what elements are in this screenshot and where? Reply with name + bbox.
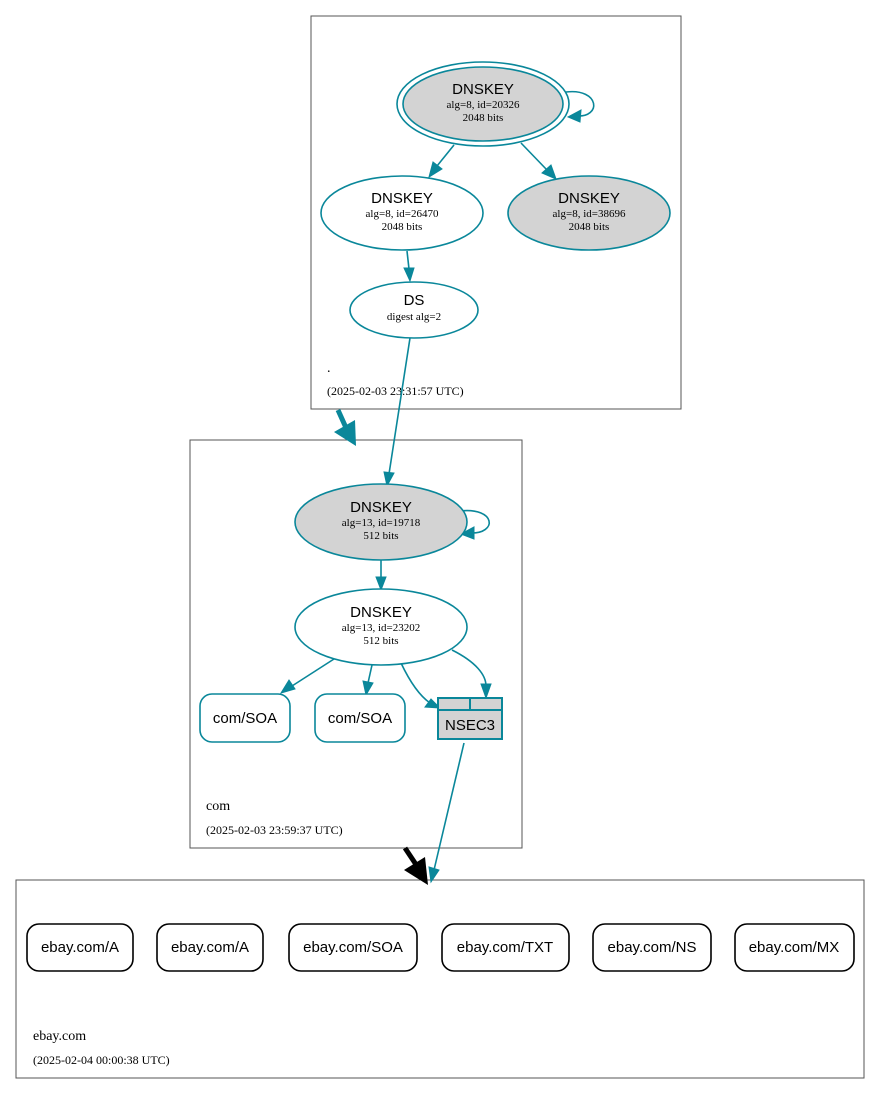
root-ksk-node[interactable]: DNSKEY alg=8, id=20326 2048 bits <box>396 61 570 147</box>
com-ksk-title: DNSKEY <box>350 499 412 516</box>
com-zsk-bits: 512 bits <box>363 635 398 647</box>
root-zone-name: . <box>327 361 331 376</box>
ebay-record-txt-label: ebay.com/TXT <box>457 939 553 956</box>
ebay-record-a-1[interactable]: ebay.com/A <box>26 923 134 972</box>
arrowhead-com-zsk-soa1 <box>279 679 296 694</box>
ebay-record-ns[interactable]: ebay.com/NS <box>592 923 712 972</box>
edge-root-ksk-zsk1 <box>436 144 455 167</box>
arrowhead-com-ksk-self <box>459 526 475 540</box>
arrowhead-ds-com-ksk <box>383 471 395 488</box>
ds-node[interactable]: DS digest alg=2 <box>349 281 479 339</box>
com-zsk-node[interactable]: DNSKEY alg=13, id=23202 512 bits <box>294 588 468 666</box>
delegation-arrow-root-com <box>334 408 356 446</box>
edge-com-zsk-soa2 <box>367 664 373 684</box>
root-zone-timestamp: (2025-02-03 23:31:57 UTC) <box>327 384 464 398</box>
ebay-record-a-1-label: ebay.com/A <box>41 939 119 956</box>
com-zone-timestamp: (2025-02-03 23:59:37 UTC) <box>206 823 343 837</box>
ebay-record-a-2[interactable]: ebay.com/A <box>156 923 264 972</box>
edge-root-zsk1-ds <box>406 250 410 270</box>
nsec3-label: NSEC3 <box>445 717 495 734</box>
arrowhead-com-zsk-soa2 <box>362 680 374 697</box>
arrowhead-root-ksk-zsk1 <box>428 161 443 179</box>
arrowhead-root-ksk-zsk2 <box>541 164 557 180</box>
edge-com-ksk-self <box>459 509 490 534</box>
ebay-records: ebay.com/A ebay.com/A ebay.com/SOA ebay.… <box>26 923 855 972</box>
edge-root-ksk-self <box>565 90 595 117</box>
edge-com-zsk-nsec3-a <box>400 662 431 704</box>
ebay-record-mx-label: ebay.com/MX <box>749 939 840 956</box>
arrowhead-root-ksk-self <box>566 109 582 123</box>
root-ksk-bits: 2048 bits <box>463 112 504 124</box>
com-zone-name: com <box>206 799 230 814</box>
ebay-record-ns-label: ebay.com/NS <box>608 939 697 956</box>
arrowhead-com-ksk-zsk <box>375 576 387 592</box>
root-zsk1-node[interactable]: DNSKEY alg=8, id=26470 2048 bits <box>320 175 484 251</box>
arrowhead-nsec3-ebay <box>428 866 440 884</box>
com-ksk-alg: alg=13, id=19718 <box>342 517 421 529</box>
edge-root-ksk-zsk2 <box>520 142 548 171</box>
root-zsk2-title: DNSKEY <box>558 190 620 207</box>
root-zsk1-alg: alg=8, id=26470 <box>366 208 439 220</box>
com-soa1-label: com/SOA <box>213 710 277 727</box>
root-ksk-title: DNSKEY <box>452 81 514 98</box>
edge-com-zsk-soa1 <box>291 658 335 687</box>
root-zsk2-node[interactable]: DNSKEY alg=8, id=38696 2048 bits <box>507 175 671 251</box>
com-ksk-bits: 512 bits <box>363 530 398 542</box>
ebay-zone-name: ebay.com <box>33 1029 86 1044</box>
root-zsk2-alg: alg=8, id=38696 <box>553 208 626 220</box>
root-ksk-alg: alg=8, id=20326 <box>447 99 520 111</box>
com-soa2-label: com/SOA <box>328 710 392 727</box>
ebay-record-soa[interactable]: ebay.com/SOA <box>288 923 418 972</box>
ebay-record-soa-label: ebay.com/SOA <box>303 939 403 956</box>
arrowhead-com-zsk-nsec3-b <box>480 683 492 700</box>
root-zsk1-title: DNSKEY <box>371 190 433 207</box>
com-zsk-alg: alg=13, id=23202 <box>342 622 420 634</box>
ds-title: DS <box>404 292 425 309</box>
ebay-zone-timestamp: (2025-02-04 00:00:38 UTC) <box>33 1053 170 1067</box>
com-soa2-node[interactable]: com/SOA <box>314 693 406 743</box>
arrowhead-com-zsk-nsec3-a <box>424 698 442 709</box>
nsec3-node[interactable]: NSEC3 <box>437 697 503 740</box>
ebay-record-a-2-label: ebay.com/A <box>171 939 249 956</box>
root-zsk2-bits: 2048 bits <box>569 221 610 233</box>
root-zsk1-bits: 2048 bits <box>382 221 423 233</box>
ebay-record-txt[interactable]: ebay.com/TXT <box>441 923 570 972</box>
com-zsk-title: DNSKEY <box>350 604 412 621</box>
ebay-zone: ebay.com (2025-02-04 00:00:38 UTC) <box>15 879 865 1079</box>
ebay-record-mx[interactable]: ebay.com/MX <box>734 923 855 972</box>
com-ksk-node[interactable]: DNSKEY alg=13, id=19718 512 bits <box>294 483 468 561</box>
arrowhead-root-zsk1-ds <box>403 267 415 283</box>
delegation-arrow-com-ebay <box>402 846 428 885</box>
com-soa1-node[interactable]: com/SOA <box>199 693 291 743</box>
edge-nsec3-ebay <box>433 742 465 871</box>
edge-ds-com-ksk <box>388 337 411 475</box>
ds-digest: digest alg=2 <box>387 311 441 323</box>
edge-com-zsk-nsec3-b <box>451 649 487 687</box>
